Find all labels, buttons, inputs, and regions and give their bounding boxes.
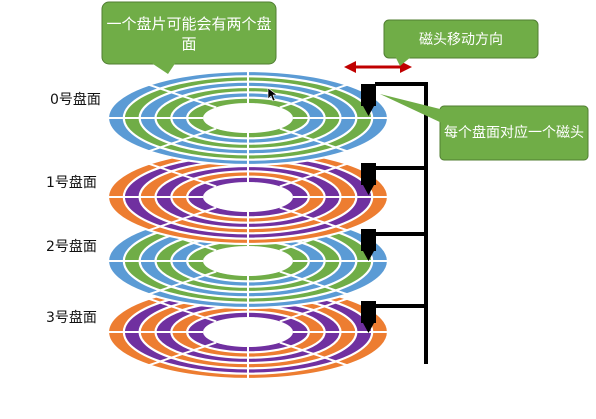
spindle-hole bbox=[203, 182, 293, 212]
head-direction-arrow bbox=[344, 61, 412, 73]
surface-label-0: 0号盘面 bbox=[50, 92, 101, 108]
sector-divider bbox=[148, 341, 217, 367]
sector-divider bbox=[279, 127, 348, 153]
platter-surface-1 bbox=[106, 148, 390, 246]
read-write-heads bbox=[361, 84, 376, 333]
platter-surface-3 bbox=[106, 283, 390, 381]
platters-group bbox=[106, 69, 390, 381]
mouse-cursor-icon bbox=[267, 87, 278, 102]
callout-one-head-per-surface: 每个盘面对应一个磁头 bbox=[444, 124, 584, 141]
surface-label-1: 1号盘面 bbox=[46, 175, 97, 191]
sector-divider bbox=[148, 297, 217, 323]
sector-divider bbox=[279, 341, 348, 367]
sector-divider bbox=[148, 206, 217, 232]
surface-label-3: 3号盘面 bbox=[46, 310, 97, 326]
head-surface-0 bbox=[361, 84, 376, 116]
sector-divider bbox=[279, 162, 348, 188]
callout-bubble-heads bbox=[380, 94, 589, 161]
callout-bubble-direction bbox=[383, 19, 539, 66]
callout-one-disk-two-surfaces: 一个盘片可能会有两个盘面 bbox=[106, 14, 272, 53]
sector-divider bbox=[279, 297, 348, 323]
sector-divider bbox=[148, 127, 217, 153]
sector-divider bbox=[279, 83, 348, 109]
head-surface-2 bbox=[361, 229, 376, 261]
head-surface-1 bbox=[361, 163, 376, 195]
platter-surface-0 bbox=[106, 69, 390, 167]
sector-divider bbox=[279, 206, 348, 232]
callout-head-move-direction: 磁头移动方向 bbox=[419, 31, 503, 48]
spindle-hole bbox=[203, 103, 293, 133]
head-surface-3 bbox=[361, 301, 376, 333]
sector-divider bbox=[148, 162, 217, 188]
spindle-hole bbox=[203, 317, 293, 347]
surface-label-2: 2号盘面 bbox=[46, 239, 97, 255]
callout-bubble-surfaces bbox=[101, 1, 277, 74]
sector-divider bbox=[148, 270, 217, 296]
sector-divider bbox=[279, 270, 348, 296]
sector-divider bbox=[148, 83, 217, 109]
callout-shapes bbox=[101, 1, 589, 161]
actuator-arm bbox=[375, 82, 428, 364]
spindle-hole bbox=[203, 246, 293, 276]
